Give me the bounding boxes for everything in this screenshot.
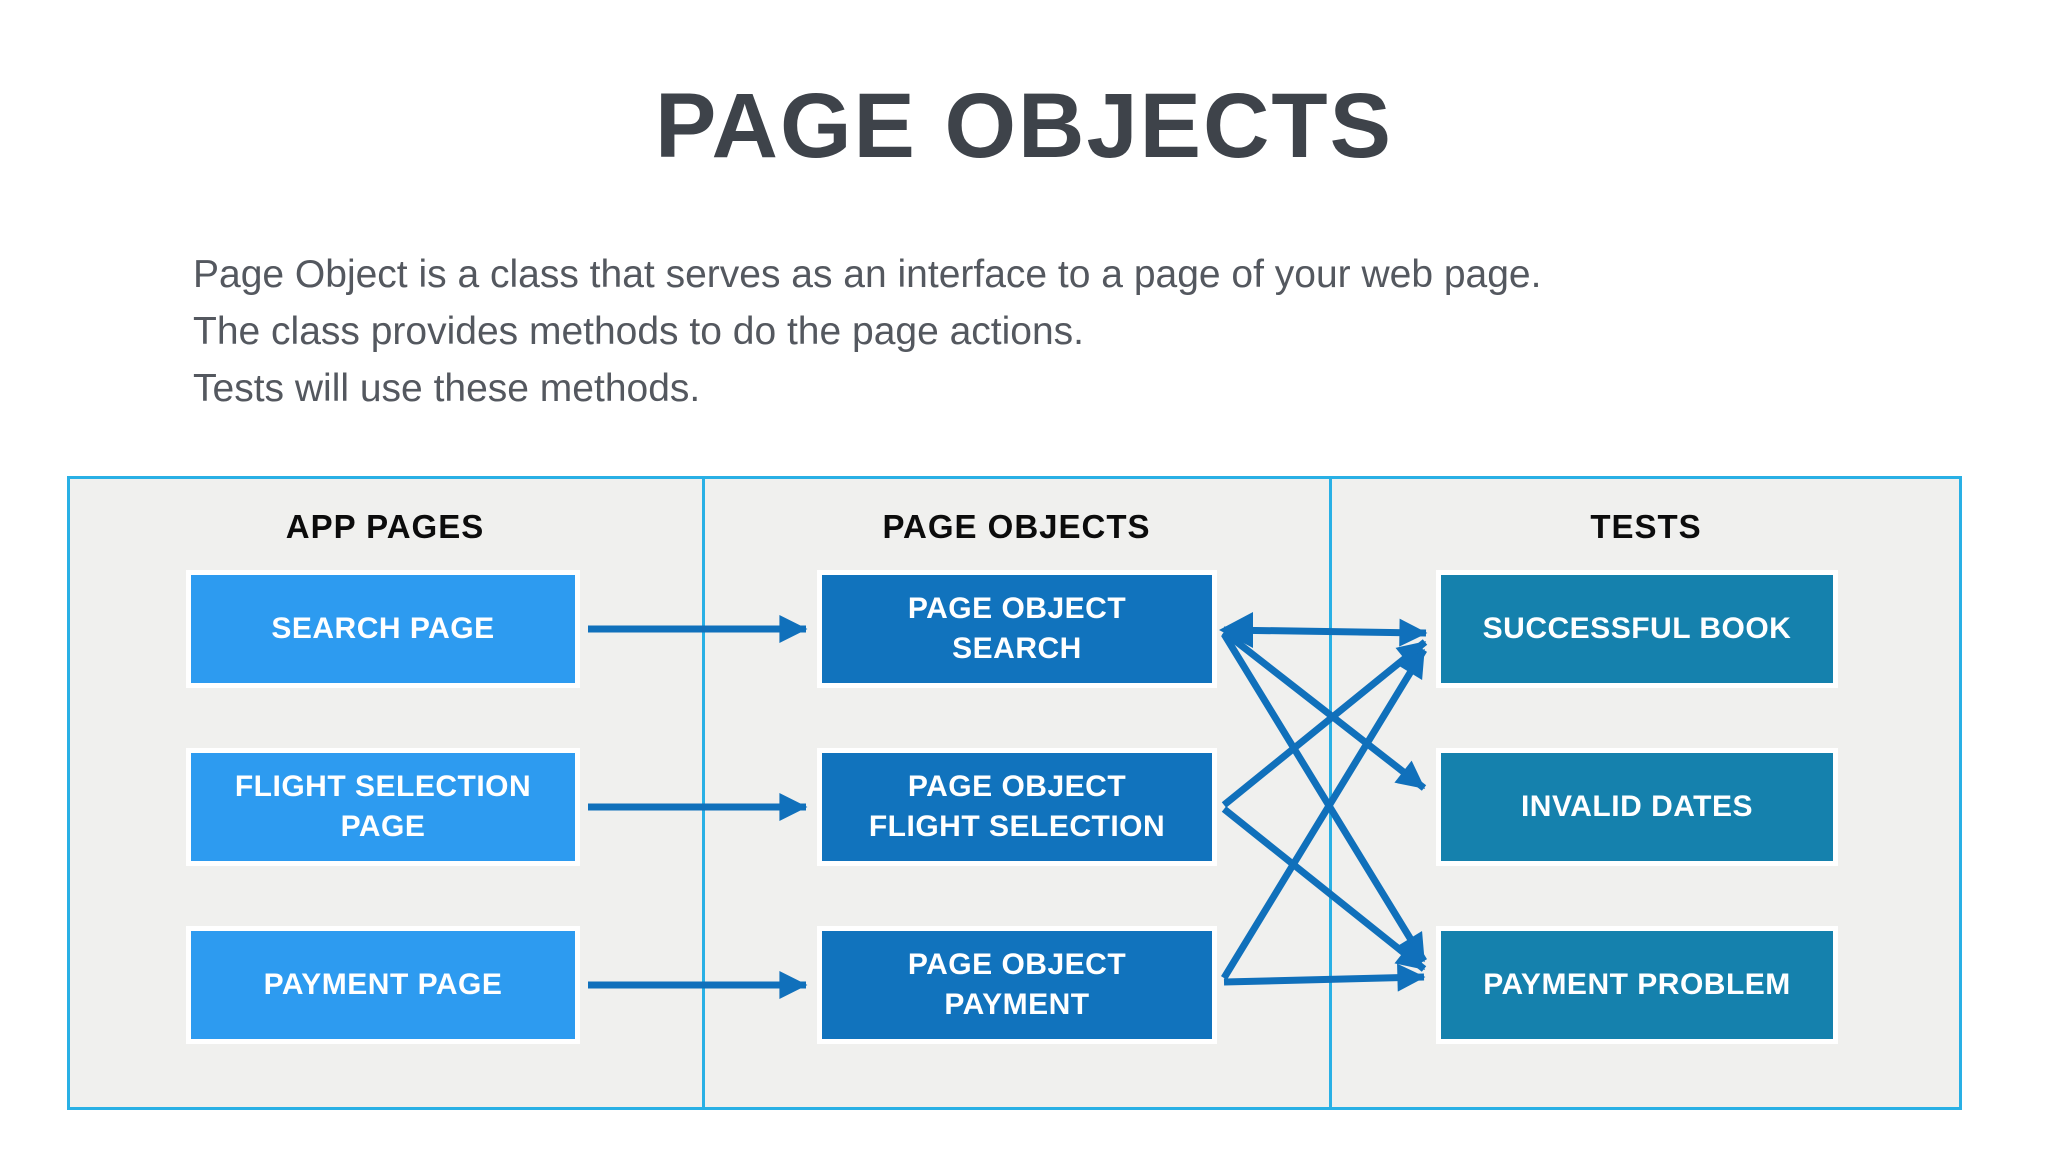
description-line: Page Object is a class that serves as an… bbox=[193, 253, 1542, 296]
box-search-page: SEARCH PAGE bbox=[186, 570, 580, 688]
column-divider bbox=[702, 479, 705, 1110]
column-header-app-pages: APP PAGES bbox=[285, 508, 485, 545]
description-line: Tests will use these methods. bbox=[193, 367, 701, 410]
box-payment-problem: PAYMENT PROBLEM bbox=[1436, 926, 1838, 1044]
box-successful-book: SUCCESSFUL BOOK bbox=[1436, 570, 1838, 688]
box-page-object-payment: PAGE OBJECT PAYMENT bbox=[817, 926, 1217, 1044]
box-flight-selection-page: FLIGHT SELECTION PAGE bbox=[186, 748, 580, 866]
description: Page Object is a class that serves as an… bbox=[193, 246, 1541, 417]
box-page-object-search: PAGE OBJECT SEARCH bbox=[817, 570, 1217, 688]
column-divider bbox=[1329, 479, 1332, 1110]
box-payment-page: PAYMENT PAGE bbox=[186, 926, 580, 1044]
description-line: The class provides methods to do the pag… bbox=[193, 310, 1085, 353]
column-header-page-objects: PAGE OBJECTS bbox=[882, 508, 1151, 545]
box-page-object-flight-selection: PAGE OBJECT FLIGHT SELECTION bbox=[817, 748, 1217, 866]
column-header-tests: TESTS bbox=[1590, 508, 1702, 545]
page-title: PAGE OBJECTS bbox=[655, 75, 1393, 177]
box-invalid-dates: INVALID DATES bbox=[1436, 748, 1838, 866]
